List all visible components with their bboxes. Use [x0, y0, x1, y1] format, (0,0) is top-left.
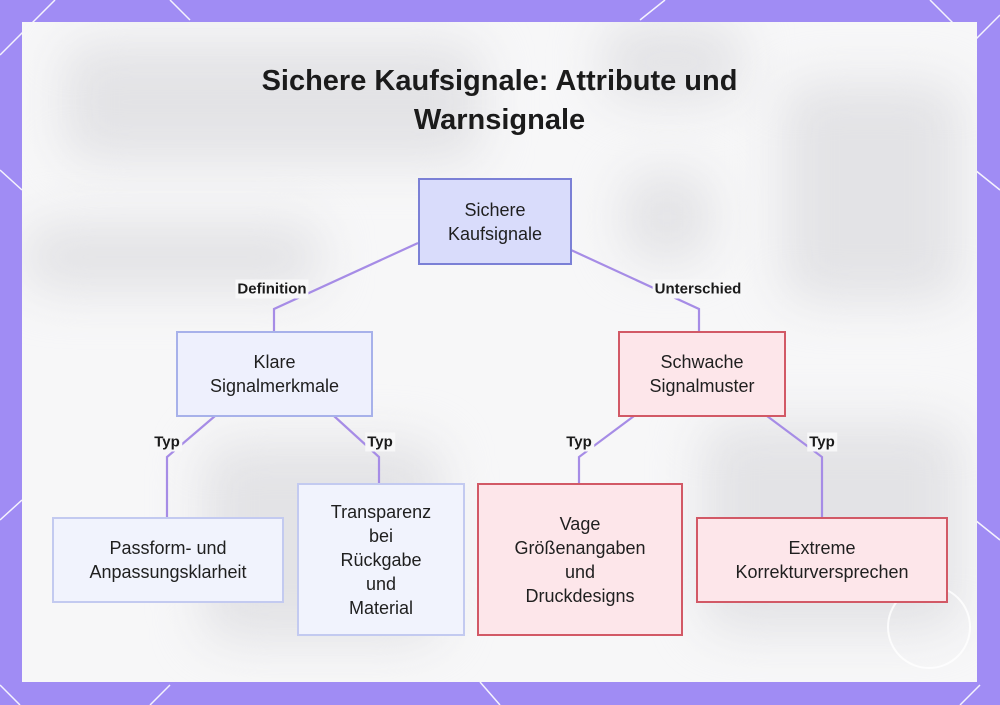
- node-label: Schwache: [660, 352, 744, 372]
- node-label: Rückgabe: [340, 549, 422, 570]
- node-label: Material: [348, 597, 413, 618]
- title-line: Sichere Kaufsignale: Attribute und: [261, 65, 738, 97]
- node-sichere-kaufsignale: Sichere Kaufsignale: [418, 178, 572, 265]
- title-line: Warnsignale: [413, 104, 586, 136]
- node-label: Transparenz: [330, 501, 432, 522]
- node-label: Signalmuster: [649, 376, 755, 396]
- diagram-card: Sichere Kaufsignale: Attribute und Warns…: [22, 22, 977, 682]
- node-label: Kaufsignale: [447, 223, 543, 244]
- edge-label-typ: Typ: [152, 432, 182, 452]
- node-schwache-signalmuster: Schwache Signalmuster: [618, 331, 786, 417]
- edge-label-typ: Typ: [564, 432, 594, 452]
- background-blur: [622, 172, 712, 262]
- node-label: Vage: [559, 513, 601, 534]
- edge-label-unterschied: Unterschied: [652, 279, 744, 299]
- node-label: Korrekturversprechen: [735, 562, 909, 582]
- edge-label-definition: Definition: [235, 279, 309, 299]
- node-label: Sichere: [464, 199, 526, 220]
- node-label: Klare: [253, 352, 296, 372]
- node-label: Extreme: [788, 538, 856, 558]
- edge-schwache-extreme: [766, 415, 824, 517]
- background-blur: [602, 22, 742, 102]
- edge-schwache-vage: [577, 415, 635, 483]
- node-extreme-korrekturversprechen: Extreme Korrekturversprechen: [696, 517, 948, 603]
- edge-label-typ: Typ: [807, 432, 837, 452]
- node-label: bei: [368, 525, 393, 546]
- edge-label-typ: Typ: [365, 432, 395, 452]
- node-label: Größenangaben: [514, 537, 646, 558]
- node-transparenz-rueckgabe-material: Transparenz bei Rückgabe und Material: [297, 483, 465, 636]
- node-label: und: [365, 573, 397, 594]
- background-blur: [62, 42, 482, 162]
- edge-klare-passform: [165, 415, 216, 517]
- node-label: Passform- und: [109, 538, 227, 558]
- edge-root-schwache: [570, 249, 701, 331]
- edge-klare-transparenz: [333, 415, 381, 483]
- connector-lines: [165, 242, 824, 517]
- background-blur: [782, 82, 962, 302]
- node-vage-groessenangaben-druckdesigns: Vage Größenangaben und Druckdesigns: [477, 483, 683, 636]
- node-label: und: [564, 561, 596, 582]
- node-label: Signalmerkmale: [209, 376, 340, 396]
- node-passform-anpassungsklarheit: Passform- und Anpassungsklarheit: [52, 517, 284, 603]
- edge-root-klare: [272, 242, 419, 331]
- node-label: Druckdesigns: [525, 585, 635, 606]
- node-klare-signalmerkmale: Klare Signalmerkmale: [176, 331, 373, 417]
- node-label: Anpassungsklarheit: [89, 562, 247, 582]
- diagram-title: Sichere Kaufsignale: Attribute und Warns…: [22, 62, 977, 140]
